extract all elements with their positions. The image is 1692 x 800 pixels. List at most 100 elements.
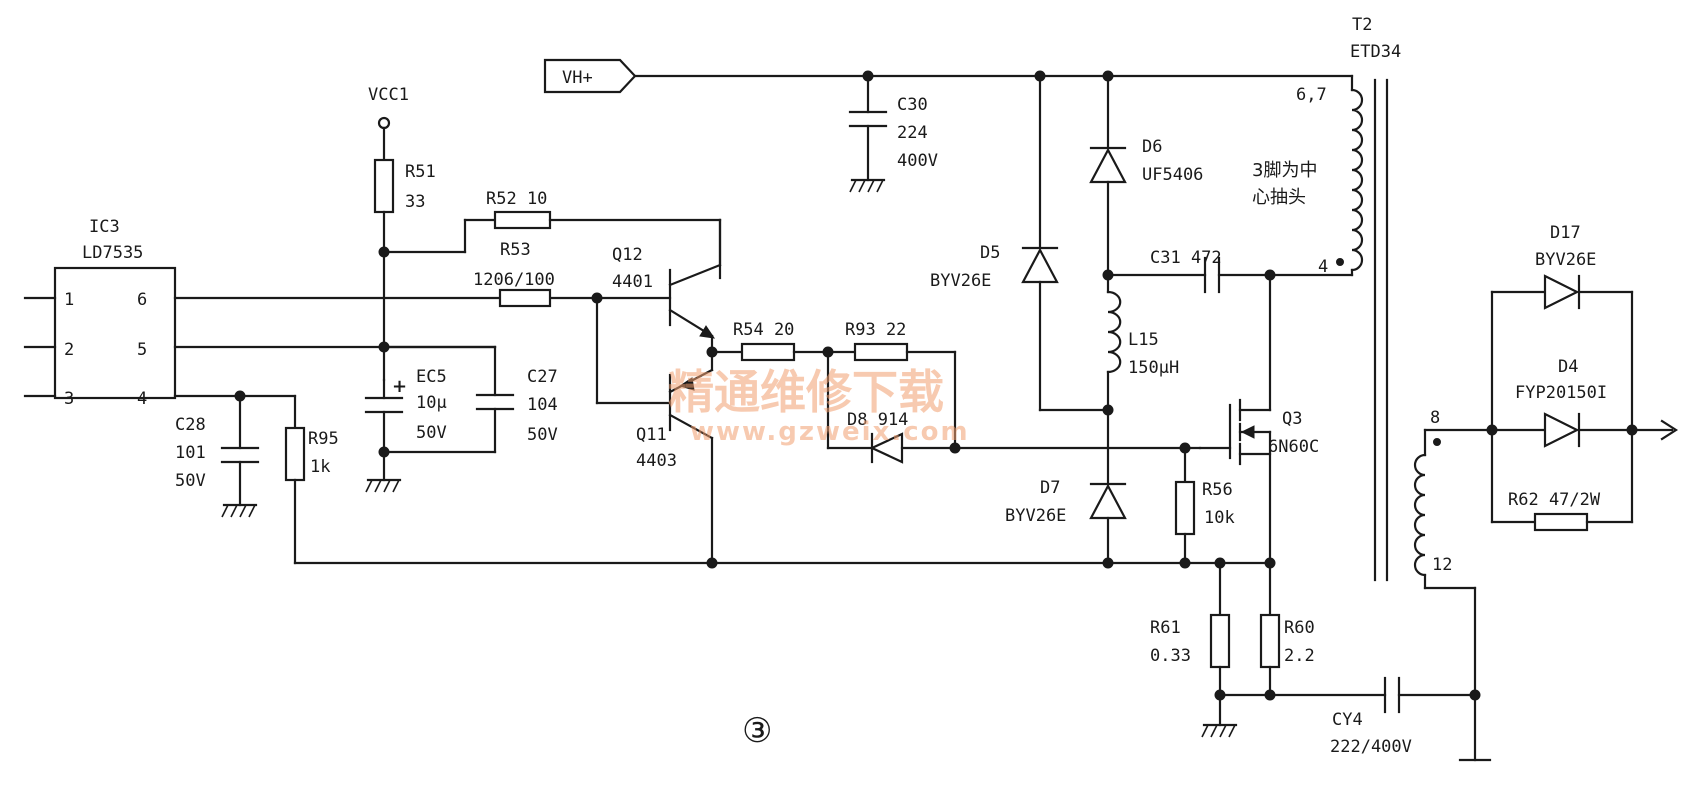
r95-value-label: 1k	[310, 457, 330, 477]
q3-ref-label: Q3	[1282, 409, 1302, 429]
r52-resistor: R52 10	[486, 189, 552, 230]
q11-ref-label: Q11	[636, 425, 667, 445]
l15-inductor: L15 150μH	[1106, 290, 1179, 378]
ic3-pin5: 5	[137, 340, 147, 360]
d4-part-label: FYP20150I	[1515, 383, 1607, 403]
ic3-ref-label: IC3	[89, 217, 120, 237]
d7-diode: D7 BYV26E	[1005, 478, 1127, 526]
vh-plus-label: VH+	[562, 68, 593, 88]
d5-diode: D5 BYV26E	[930, 243, 1059, 291]
d6-part-label: UF5406	[1142, 165, 1203, 185]
t2-pin8-label: 8	[1430, 408, 1440, 428]
d17-ref-label: D17	[1550, 223, 1581, 243]
q12-part-label: 4401	[612, 272, 653, 292]
r51-value-label: 33	[405, 192, 425, 212]
c31-label: C31 472	[1150, 248, 1222, 268]
c27-voltage-label: 50V	[527, 425, 558, 445]
output-arrow	[1630, 419, 1679, 441]
c30-capacitor: C30 224 400V	[848, 95, 938, 171]
d7-ref-label: D7	[1040, 478, 1060, 498]
svg-text:+: +	[392, 376, 407, 397]
r60-ref-label: R60	[1284, 618, 1315, 638]
c30-ref-label: C30	[897, 95, 928, 115]
d8-label: D8 914	[847, 410, 908, 430]
c28-ref-label: C28	[175, 415, 206, 435]
figure-number: ③	[742, 711, 772, 751]
c28-capacitor: C28 101 50V	[175, 415, 260, 491]
r60-resistor: R60 2.2	[1259, 613, 1315, 669]
watermark-line2: www.gzweix.com	[690, 417, 970, 447]
r54-resistor: R54 20	[733, 320, 796, 362]
ic3-chip: IC3 LD7535 1 2 3 6 5 4	[23, 217, 177, 409]
r53-resistor	[498, 288, 552, 308]
ec5-value-label: 10μ	[416, 393, 447, 413]
ic3-pin4: 4	[137, 389, 147, 409]
r53-value-label: 1206/100	[473, 270, 555, 290]
r60-value-label: 2.2	[1284, 646, 1315, 666]
d17-diode: D17 BYV26E	[1490, 223, 1634, 310]
ec5-ref-label: EC5	[416, 367, 447, 387]
d6-diode: D6 UF5406	[1089, 137, 1203, 185]
d4-diode: D4 FYP20150I	[1490, 357, 1634, 448]
c30-value-label: 224	[897, 123, 928, 143]
r53-ref-label: R53	[500, 240, 531, 260]
d17-part-label: BYV26E	[1535, 250, 1596, 270]
d4-ref-label: D4	[1558, 357, 1578, 377]
cy4-capacitor: CY4 222/400V	[1330, 676, 1412, 757]
r93-label: R93 22	[845, 320, 906, 340]
r62-label: R62 47/2W	[1508, 490, 1601, 510]
l15-value-label: 150μH	[1128, 358, 1179, 378]
q3-part-label: 6N60C	[1268, 437, 1319, 457]
t2-pins-6-7-label: 6,7	[1296, 85, 1327, 105]
ec5-voltage-label: 50V	[416, 423, 447, 443]
r54-label: R54 20	[733, 320, 794, 340]
t2-pin12-label: 12	[1432, 555, 1452, 575]
r95-ref-label: R95	[308, 429, 339, 449]
t2-transformer: 6,7 4 8 12 3脚为中 心抽头	[1252, 74, 1452, 582]
q12-ref-label: Q12	[612, 245, 643, 265]
c28-value-label: 101	[175, 443, 206, 463]
watermark-line1: 精通维修下载	[668, 365, 944, 419]
ground-symbol-c28	[221, 503, 258, 518]
r56-ref-label: R56	[1202, 480, 1233, 500]
q11-transistor: Q11 4403	[636, 368, 714, 565]
ec5-capacitor: + EC5 10μ 50V	[364, 367, 447, 454]
ic3-pin1: 1	[64, 290, 74, 310]
q11-part-label: 4403	[636, 451, 677, 471]
ic3-pin2: 2	[64, 340, 74, 360]
c27-ref-label: C27	[527, 367, 558, 387]
t2-ref-label: T2	[1352, 15, 1372, 35]
d5-ref-label: D5	[980, 243, 1000, 263]
vcc1-label: VCC1	[368, 85, 409, 105]
c27-capacitor: C27 104 50V	[475, 367, 558, 445]
watermark: 精通维修下载 www.gzweix.com	[668, 365, 970, 447]
t2-core-label: ETD34	[1350, 42, 1401, 62]
ground-symbol-c30	[849, 178, 886, 193]
c27-value-label: 104	[527, 395, 558, 415]
r56-resistor: R56 10k	[1174, 480, 1235, 536]
l15-ref-label: L15	[1128, 330, 1159, 350]
vh-plus-terminal: VH+	[543, 58, 637, 94]
t2-pin4-label: 4	[1318, 257, 1328, 277]
q3-mosfet: Q3 6N60C	[1198, 398, 1319, 466]
d7-part-label: BYV26E	[1005, 506, 1066, 526]
t2-note-line2: 心抽头	[1252, 187, 1306, 208]
r52-label: R52 10	[486, 189, 547, 209]
cy4-value-label: 222/400V	[1330, 737, 1412, 757]
ic3-pin6: 6	[137, 290, 147, 310]
r51-ref-label: R51	[405, 162, 436, 182]
d6-ref-label: D6	[1142, 137, 1162, 157]
ic3-part-label: LD7535	[82, 243, 143, 263]
r62-resistor: R62 47/2W	[1490, 490, 1634, 532]
c28-voltage-label: 50V	[175, 471, 206, 491]
t2-note-line1: 3脚为中	[1252, 160, 1317, 181]
r51-resistor: R51 33	[373, 158, 436, 214]
vcc1-terminal: VCC1	[368, 85, 409, 162]
r56-value-label: 10k	[1204, 508, 1235, 528]
d5-part-label: BYV26E	[930, 271, 991, 291]
r61-ref-label: R61	[1150, 618, 1181, 638]
cy4-ref-label: CY4	[1332, 710, 1363, 730]
ground-symbol-ec5	[365, 450, 402, 493]
ic3-pin3: 3	[64, 389, 74, 409]
